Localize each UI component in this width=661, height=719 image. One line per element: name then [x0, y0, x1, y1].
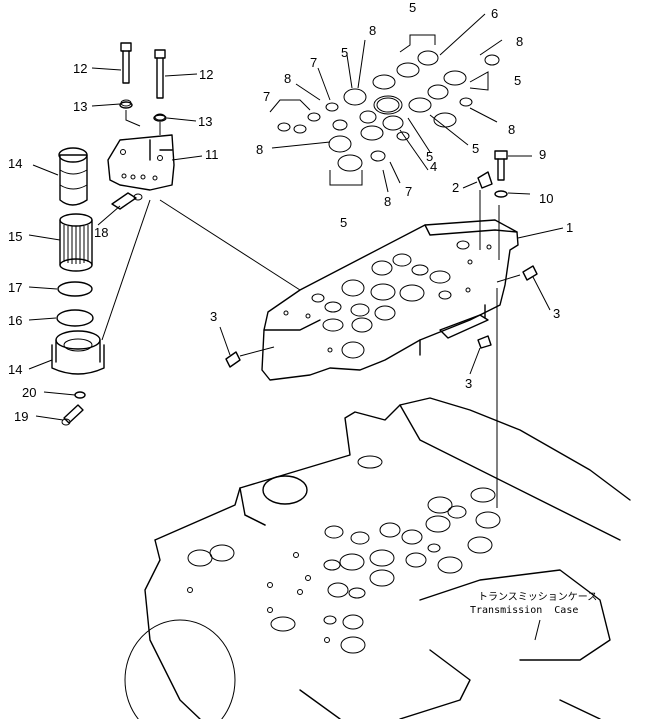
o-ring-16: [56, 309, 94, 327]
callout-8-bottom: 8: [384, 194, 391, 209]
filter-cap-14: [58, 147, 88, 206]
callout-17: 17: [8, 280, 22, 295]
callout-12-left: 12: [73, 61, 87, 76]
caption-english: Transmission Case: [470, 605, 578, 616]
callout-8-left: 8: [284, 71, 291, 86]
callout-10: 10: [539, 191, 553, 206]
bolt-12-left: [120, 42, 132, 107]
washer-10: [494, 190, 508, 198]
callout-18: 18: [94, 225, 108, 240]
filter-element-15: [59, 213, 93, 272]
callout-3-bottom: 3: [465, 376, 472, 391]
valve-body: [261, 219, 519, 381]
callout-8-midleft: 8: [256, 142, 263, 157]
callout-8-midright: 8: [508, 122, 515, 137]
callout-7-left: 7: [263, 89, 270, 104]
callout-19: 19: [14, 409, 28, 424]
callout-3-right: 3: [553, 306, 560, 321]
bracket-11: [107, 134, 175, 210]
callout-5-top: 5: [409, 0, 416, 15]
o-ring-17: [57, 281, 93, 297]
callout-7-top: 7: [310, 55, 317, 70]
plug-3-bottom: [477, 335, 492, 349]
callout-20: 20: [22, 385, 36, 400]
callout-6: 6: [491, 6, 498, 21]
caption-japanese: トランスミッションケース: [478, 591, 597, 603]
callout-12-right: 12: [199, 67, 213, 82]
washer-20: [74, 391, 86, 399]
callout-2: 2: [452, 180, 459, 195]
callout-5-center: 5: [426, 149, 433, 164]
plug-3-right: [522, 265, 538, 281]
washer-13-left: [119, 101, 133, 109]
callout-14-bottom: 14: [8, 362, 22, 377]
plug-3-left: [225, 351, 241, 368]
transmission-case: [124, 397, 631, 719]
callout-5-upper: 5: [341, 45, 348, 60]
callout-5-bottom: 5: [340, 215, 347, 230]
filter-housing-14: [51, 330, 105, 375]
callout-8-top: 8: [369, 23, 376, 38]
callout-14-top: 14: [8, 156, 22, 171]
callout-3-left: 3: [210, 309, 217, 324]
callout-1: 1: [566, 220, 573, 235]
callout-16: 16: [8, 313, 22, 328]
callout-7-bottom: 7: [405, 184, 412, 199]
callout-13-right: 13: [198, 114, 212, 129]
washer-13-right: [153, 114, 167, 122]
bolt-12-right: [154, 49, 166, 121]
callout-11: 11: [205, 147, 219, 162]
callout-5-right: 5: [514, 73, 521, 88]
callout-5-mid: 5: [472, 141, 479, 156]
callouts: 1 2 3 3 3 4 5 5 5 5 5 5 6 7 7 7 8 8 8 8 …: [8, 0, 573, 424]
callout-15: 15: [8, 229, 22, 244]
callout-4: 4: [430, 159, 437, 174]
o-ring-cluster: [269, 34, 500, 186]
callout-13-left: 13: [73, 99, 87, 114]
bolt-19: [61, 404, 84, 426]
callout-9: 9: [539, 147, 546, 162]
plug-2: [477, 171, 493, 189]
leader-lines: [28, 13, 564, 641]
callout-8-right: 8: [516, 34, 523, 49]
bolt-9: [494, 150, 508, 181]
